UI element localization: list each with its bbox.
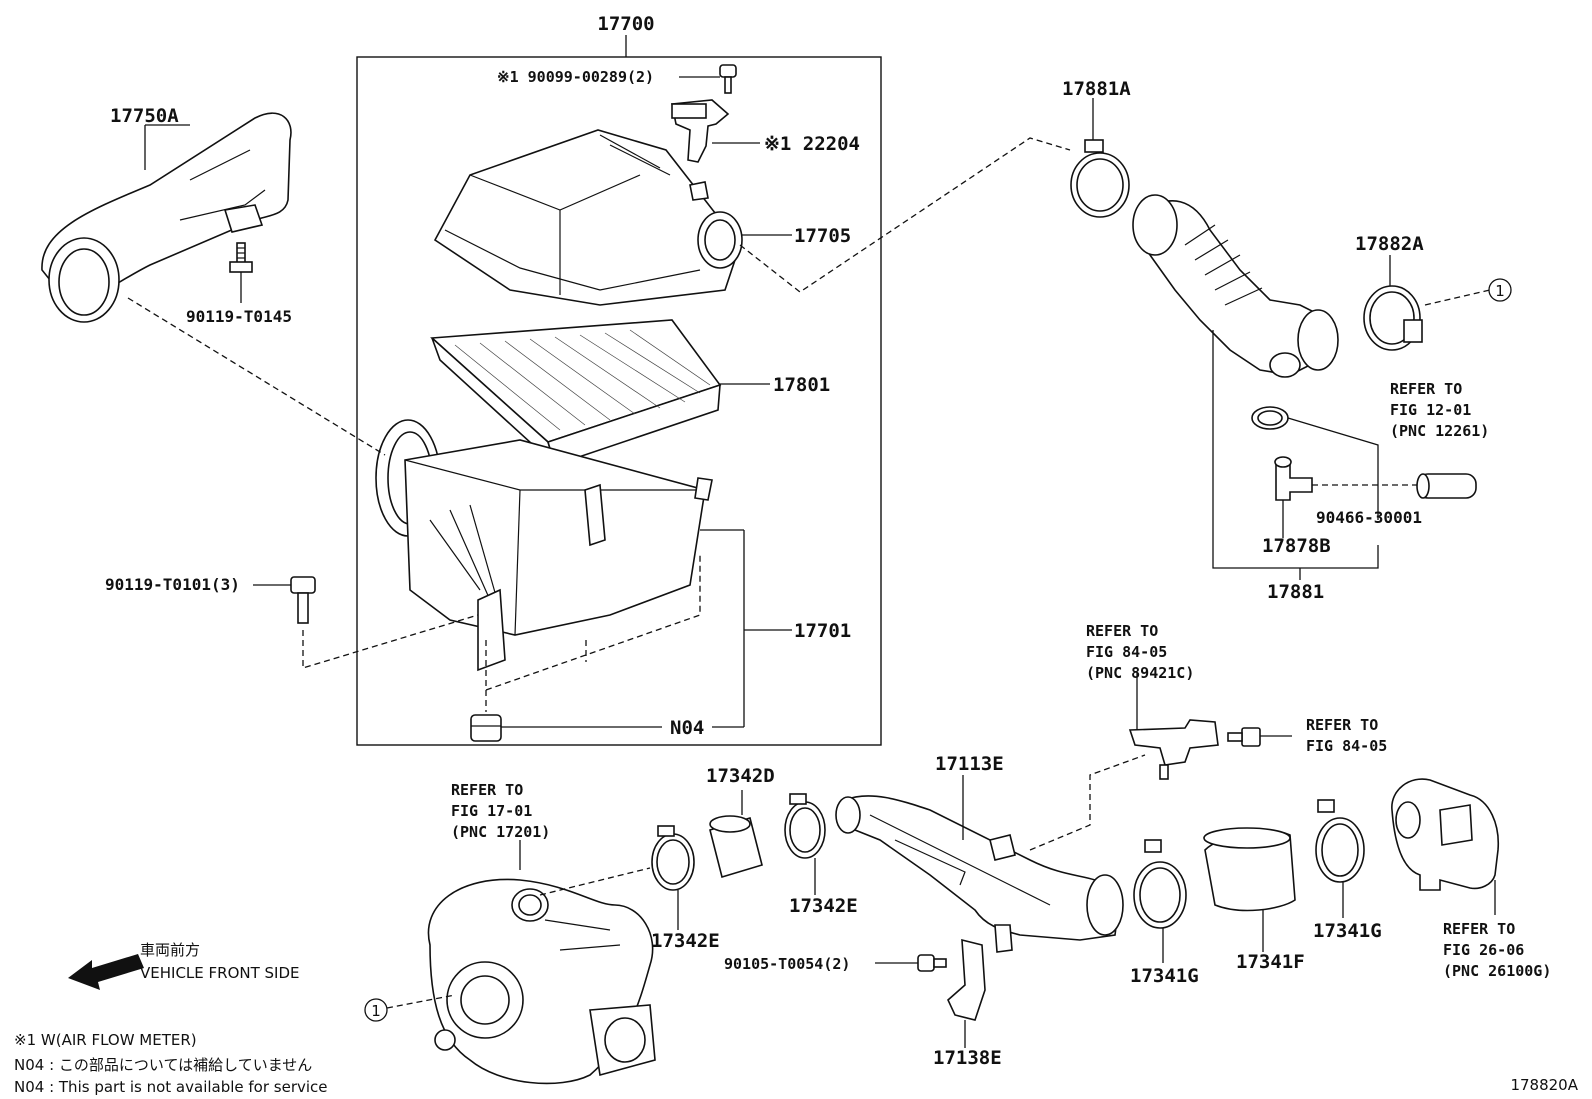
bolt-90105-t0054[interactable]	[917, 954, 947, 972]
hose-clamp-17342e-left[interactable]	[651, 825, 695, 891]
label-17342e-right: 17342E	[789, 895, 858, 917]
reference-circle-1-top: 1	[1488, 278, 1512, 302]
hose-clamp-17341g-right[interactable]	[1315, 799, 1365, 883]
label-17705: 17705	[794, 225, 851, 247]
svg-text:1: 1	[371, 1002, 381, 1020]
air-filter-element-17801[interactable]	[430, 319, 722, 468]
note-n04-en: N04 : This part is not available for ser…	[14, 1078, 328, 1096]
reference-circle-1-bottom: 1	[364, 998, 388, 1022]
bracket-17138e[interactable]	[947, 938, 986, 1021]
label-17881: 17881	[1267, 581, 1324, 603]
dash-case-bottom	[485, 555, 701, 691]
ref3-line2: FIG 84-05	[1306, 737, 1387, 755]
label-90119-t0101: 90119-T0101(3)	[105, 575, 240, 594]
ref1-line2: FIG 12-01	[1390, 401, 1471, 419]
air-cleaner-cap-17705[interactable]	[433, 129, 743, 306]
air-flow-meter-22204[interactable]	[671, 99, 730, 163]
hose-clamp-17342e-right[interactable]	[784, 793, 826, 859]
ref2-line3: (PNC 89421C)	[1086, 664, 1194, 682]
ref5-line1: REFER TO	[1443, 920, 1515, 938]
screw-90099-00289[interactable]	[719, 64, 737, 94]
vehicle-front-jp: 車両前方	[140, 941, 200, 959]
ref2-line1: REFER TO	[1086, 622, 1158, 640]
dash-clamp-to-ref1	[1424, 289, 1491, 306]
label-17138e: 17138E	[933, 1047, 1002, 1069]
air-cleaner-case-17701[interactable]	[375, 419, 713, 672]
dash-pipe-to-sensor	[1029, 754, 1146, 851]
turbocharger-ref[interactable]	[427, 878, 656, 1085]
hose-clamp-17882a[interactable]	[1363, 285, 1423, 351]
label-n04: N04	[670, 717, 704, 739]
throttle-body-ref[interactable]	[1391, 778, 1500, 891]
label-17341g-right: 17341G	[1313, 920, 1382, 942]
air-cleaner-hose-17881[interactable]	[1132, 194, 1339, 378]
label-17113e: 17113E	[935, 753, 1004, 775]
pipe-17878b[interactable]	[1274, 456, 1313, 501]
vehicle-front-en: VEHICLE FRONT SIDE	[140, 964, 300, 982]
vehicle-front-arrow-icon	[68, 954, 144, 990]
label-17701: 17701	[794, 620, 851, 642]
label-17341g-left: 17341G	[1130, 965, 1199, 987]
label-17878b: 17878B	[1262, 535, 1331, 557]
pressure-sensor-ref[interactable]	[1128, 719, 1219, 780]
ref4-line1: REFER TO	[451, 781, 523, 799]
label-17700: 17700	[597, 13, 654, 35]
hose-clamp-17881a[interactable]	[1070, 139, 1130, 218]
bolt-90119-t0101[interactable]	[290, 576, 316, 624]
label-17882a: 17882A	[1355, 233, 1424, 255]
intercooler-pipe-17113e[interactable]	[835, 795, 1124, 953]
svg-text:1: 1	[1495, 282, 1505, 300]
label-22204: ※1 22204	[764, 133, 860, 155]
ref3-line1: REFER TO	[1306, 716, 1378, 734]
sensor-bolt-ref[interactable]	[1227, 727, 1261, 747]
note-air-flow-meter: ※1 W(AIR FLOW METER)	[14, 1031, 197, 1049]
bolt-90119-t0145[interactable]	[229, 242, 253, 273]
label-90466-30001: 90466-30001	[1316, 508, 1422, 527]
label-90099-00289: ※1 90099-00289(2)	[497, 68, 654, 86]
dash-bolt-to-case	[302, 614, 479, 669]
air-inlet-duct-17750a[interactable]	[41, 112, 292, 323]
label-90119-t0145: 90119-T0145	[186, 307, 292, 326]
air-cleaner-group-frame	[356, 56, 882, 746]
label-17750a: 17750A	[110, 105, 179, 127]
ref1-line3: (PNC 12261)	[1390, 422, 1489, 440]
dash-duct-to-case	[127, 297, 386, 456]
label-17342e-left: 17342E	[651, 930, 720, 952]
grommet-n04[interactable]	[470, 714, 502, 742]
bracket-17881	[1212, 330, 1379, 569]
ref5-line2: FIG 26-06	[1443, 941, 1524, 959]
hose-17341f[interactable]	[1203, 827, 1296, 912]
figure-id: 178820A	[1510, 1076, 1578, 1094]
label-17341f: 17341F	[1236, 951, 1305, 973]
ref4-line3: (PNC 17201)	[451, 823, 550, 841]
ref1-line1: REFER TO	[1390, 380, 1462, 398]
ref2-line2: FIG 84-05	[1086, 643, 1167, 661]
note-n04-jp: N04 : この部品については補給していません	[14, 1056, 312, 1074]
dash-turbo-to-clamp	[539, 867, 651, 896]
hose-clamp-17341g-left[interactable]	[1133, 839, 1187, 929]
label-17342d: 17342D	[706, 765, 775, 787]
label-90105-t0054: 90105-T0054(2)	[724, 955, 850, 973]
hose-17342d[interactable]	[709, 815, 763, 879]
dash-ref1-to-turbo	[386, 994, 456, 1009]
ref4-line2: FIG 17-01	[451, 802, 532, 820]
hose-clip-90466-30001[interactable]	[1251, 406, 1289, 430]
label-17881a: 17881A	[1062, 78, 1131, 100]
dash-cap-to-hose	[739, 137, 1071, 293]
vent-hose-ref[interactable]	[1416, 473, 1477, 499]
label-17801: 17801	[773, 374, 830, 396]
ref5-line3: (PNC 26100G)	[1443, 962, 1551, 980]
leader-90466	[1287, 417, 1379, 520]
